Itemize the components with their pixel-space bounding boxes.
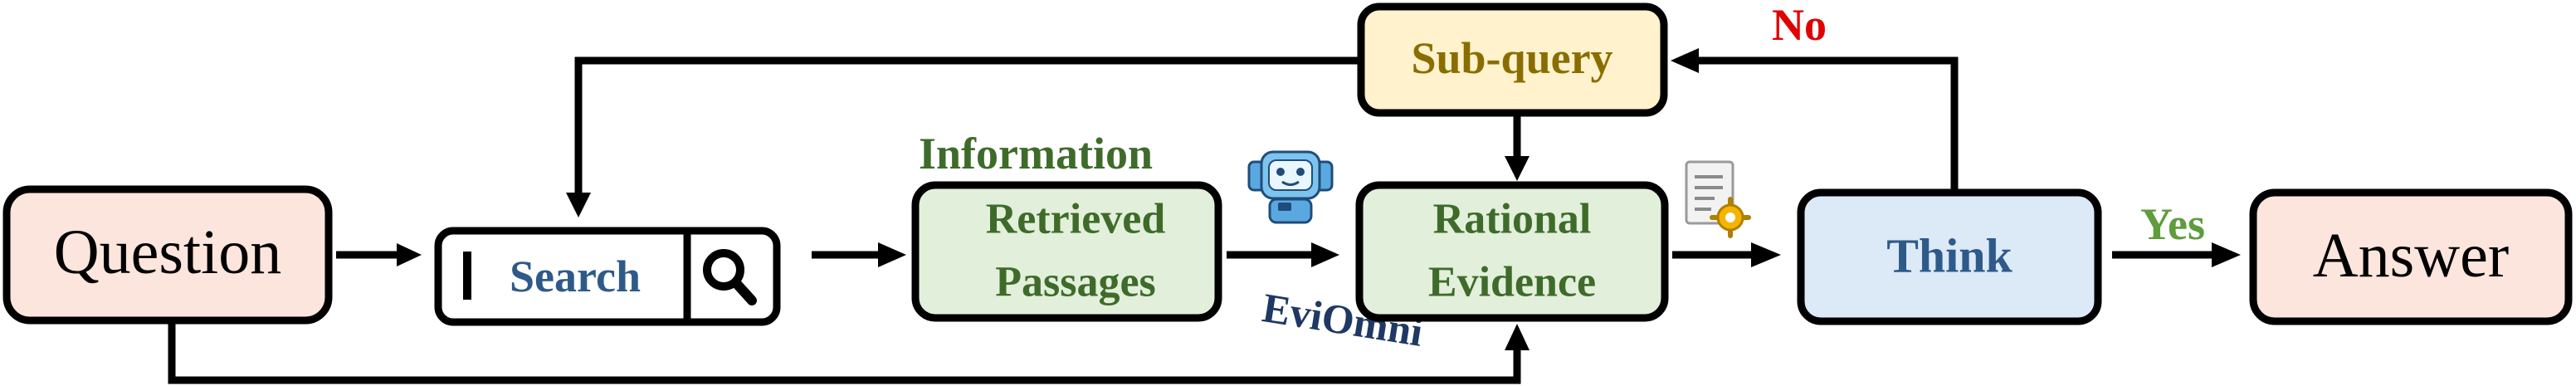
arrowhead-search <box>397 243 422 266</box>
arrowhead-search-top <box>566 193 591 217</box>
arrowhead-rational-bottom <box>1505 324 1530 350</box>
answer-node: Answer <box>2249 188 2573 325</box>
document-gear-icon <box>1685 160 1751 238</box>
search-label: Search <box>510 252 641 301</box>
question-label: Question <box>54 217 281 287</box>
no-label: No <box>1772 0 1827 50</box>
edges <box>168 56 2212 384</box>
think-node: Think <box>1797 188 2102 325</box>
rational-evidence-node: Rational Evidence <box>1355 181 1669 322</box>
edge-subquery-search <box>574 56 1361 195</box>
robot-icon <box>1247 150 1334 224</box>
search-node: Search <box>434 227 781 326</box>
think-label: Think <box>1886 229 2013 283</box>
arrowheads <box>397 48 2241 350</box>
arrowhead-rational-top <box>1505 156 1530 181</box>
arrowhead-rational <box>1311 242 1339 267</box>
yes-label: Yes <box>2140 199 2205 249</box>
arrowhead-subquery <box>1671 48 1699 73</box>
magnifier-icon <box>703 249 757 305</box>
subquery-node: Sub-query <box>1357 2 1668 117</box>
arrowhead-answer <box>2212 242 2241 267</box>
edge-think-subquery <box>1699 56 1959 189</box>
information-label: Information <box>919 129 1153 178</box>
search-cursor <box>463 252 471 300</box>
arrowhead-retrieved <box>878 242 906 267</box>
arrowhead-think <box>1751 242 1781 267</box>
retrieved-label-line1: Retrieved <box>986 196 1166 243</box>
answer-label: Answer <box>2313 221 2509 291</box>
rational-label-line2: Evidence <box>1428 259 1596 306</box>
edge-question-rational <box>168 320 1521 384</box>
subquery-label: Sub-query <box>1411 33 1612 83</box>
retrieved-label-line2: Passages <box>995 259 1156 306</box>
retrieved-passages-node: Retrieved Passages <box>911 181 1222 322</box>
rational-label-line1: Rational <box>1433 196 1592 243</box>
question-node: Question <box>2 185 333 325</box>
